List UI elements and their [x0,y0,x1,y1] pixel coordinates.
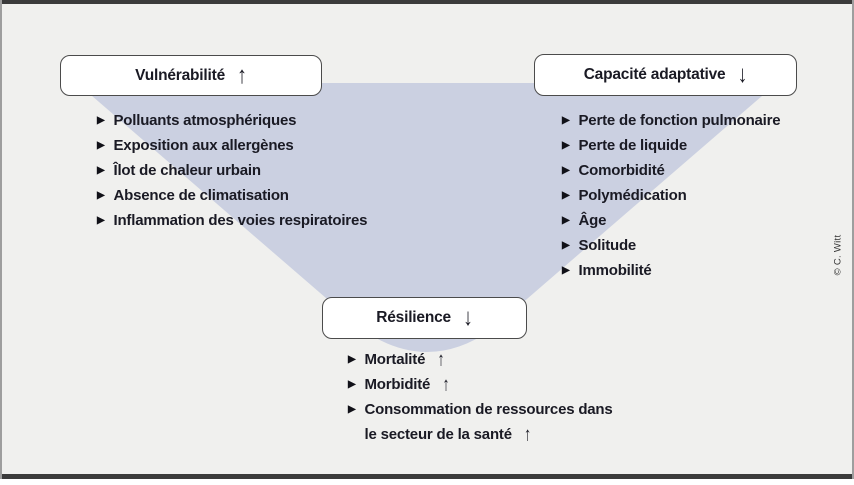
adaptive-capacity-box: Capacité adaptative ↓ [534,54,797,96]
adaptive-capacity-label: Capacité adaptative [583,66,726,83]
top-frame-bar [0,0,854,4]
down-arrow-icon: ↓ [462,304,473,332]
triangle-bullet-icon: ▶ [562,115,570,126]
list-item: ▶ Exposition aux allergènes [97,133,367,158]
triangle-bullet-icon: ▶ [97,115,105,126]
triangle-bullet-icon: ▶ [97,140,105,151]
list-item-text: Exposition aux allergènes [113,137,294,154]
triangle-bullet-icon: ▶ [562,215,570,226]
list-item-text: Polluants atmosphériques [113,112,297,129]
triangle-bullet-icon: ▶ [348,404,356,415]
list-item: ▶ Solitude [562,233,780,258]
list-item-continuation: ▶ le secteur de la santé ↑ [348,422,613,447]
resilience-label: Résilience [376,309,451,326]
list-item: ▶ Absence de climatisation [97,183,367,208]
triangle-bullet-icon: ▶ [97,215,105,226]
list-item-text: Mortalité [364,351,426,368]
triangle-bullet-icon: ▶ [562,165,570,176]
vulnerability-label: Vulnérabilité [135,66,226,84]
list-item-text: Consommation de ressources dans [364,401,613,418]
right-frame-border [852,0,854,479]
adaptive-capacity-list: ▶ Perte de fonction pulmonaire ▶ Perte d… [562,108,781,283]
list-item: ▶ Morbidité ↑ [348,372,613,397]
triangle-bullet-icon: ▶ [97,165,105,176]
resilience-box: Résilience ↓ [322,297,527,339]
list-item: ▶ Perte de fonction pulmonaire [562,108,781,133]
triangle-bullet-icon: ▶ [348,354,356,365]
up-arrow-icon: ↑ [437,348,445,371]
list-item-text: Âge [578,212,607,229]
list-item: ▶ Polymédication [562,183,780,208]
bottom-frame-bar [0,474,854,479]
list-item: ▶ Comorbidité [562,158,780,183]
triangle-bullet-icon: ▶ [562,190,570,201]
triangle-bullet-icon: ▶ [562,240,570,251]
list-item: ▶ Polluants atmosphériques [97,108,367,133]
list-item-text: Perte de liquide [578,137,688,154]
list-item-text: Immobilité [578,262,652,279]
up-arrow-icon: ↑ [442,373,450,396]
left-frame-border [0,0,2,479]
list-item-text: Îlot de chaleur urbain [113,162,261,179]
list-item-text: le secteur de la santé [364,426,513,443]
up-arrow-icon: ↑ [523,423,532,446]
resilience-list: ▶ Mortalité ↑ ▶ Morbidité ↑ ▶ Consommati… [348,347,613,447]
list-item: ▶ Perte de liquide [562,133,780,158]
list-item-text: Polymédication [578,187,687,204]
list-item: ▶ Âge [562,208,780,233]
triangle-bullet-icon: ▶ [348,379,356,390]
list-item-text: Comorbidité [578,162,665,179]
triangle-bullet-icon: ▶ [97,190,105,201]
list-item: ▶ Îlot de chaleur urbain [97,158,367,183]
list-item: ▶ Consommation de ressources dans [348,397,613,422]
up-arrow-icon: ↑ [237,62,247,89]
triangle-bullet-icon: ▶ [562,265,570,276]
copyright-credit: © C. Witt [832,234,844,276]
list-item-text: Inflammation des voies respiratoires [113,212,368,229]
vulnerability-box: Vulnérabilité ↑ [60,55,322,96]
list-item-text: Solitude [578,237,637,254]
list-item: ▶ Inflammation des voies respiratoires [97,208,367,233]
down-arrow-icon: ↓ [737,61,748,89]
list-item-text: Perte de fonction pulmonaire [578,112,781,129]
vulnerability-list: ▶ Polluants atmosphériques ▶ Exposition … [97,108,367,233]
list-item: ▶ Mortalité ↑ [348,347,613,372]
list-item: ▶ Immobilité [562,258,780,283]
triangle-bullet-icon: ▶ [562,140,570,151]
list-item-text: Absence de climatisation [113,187,289,204]
list-item-text: Morbidité [364,376,431,393]
